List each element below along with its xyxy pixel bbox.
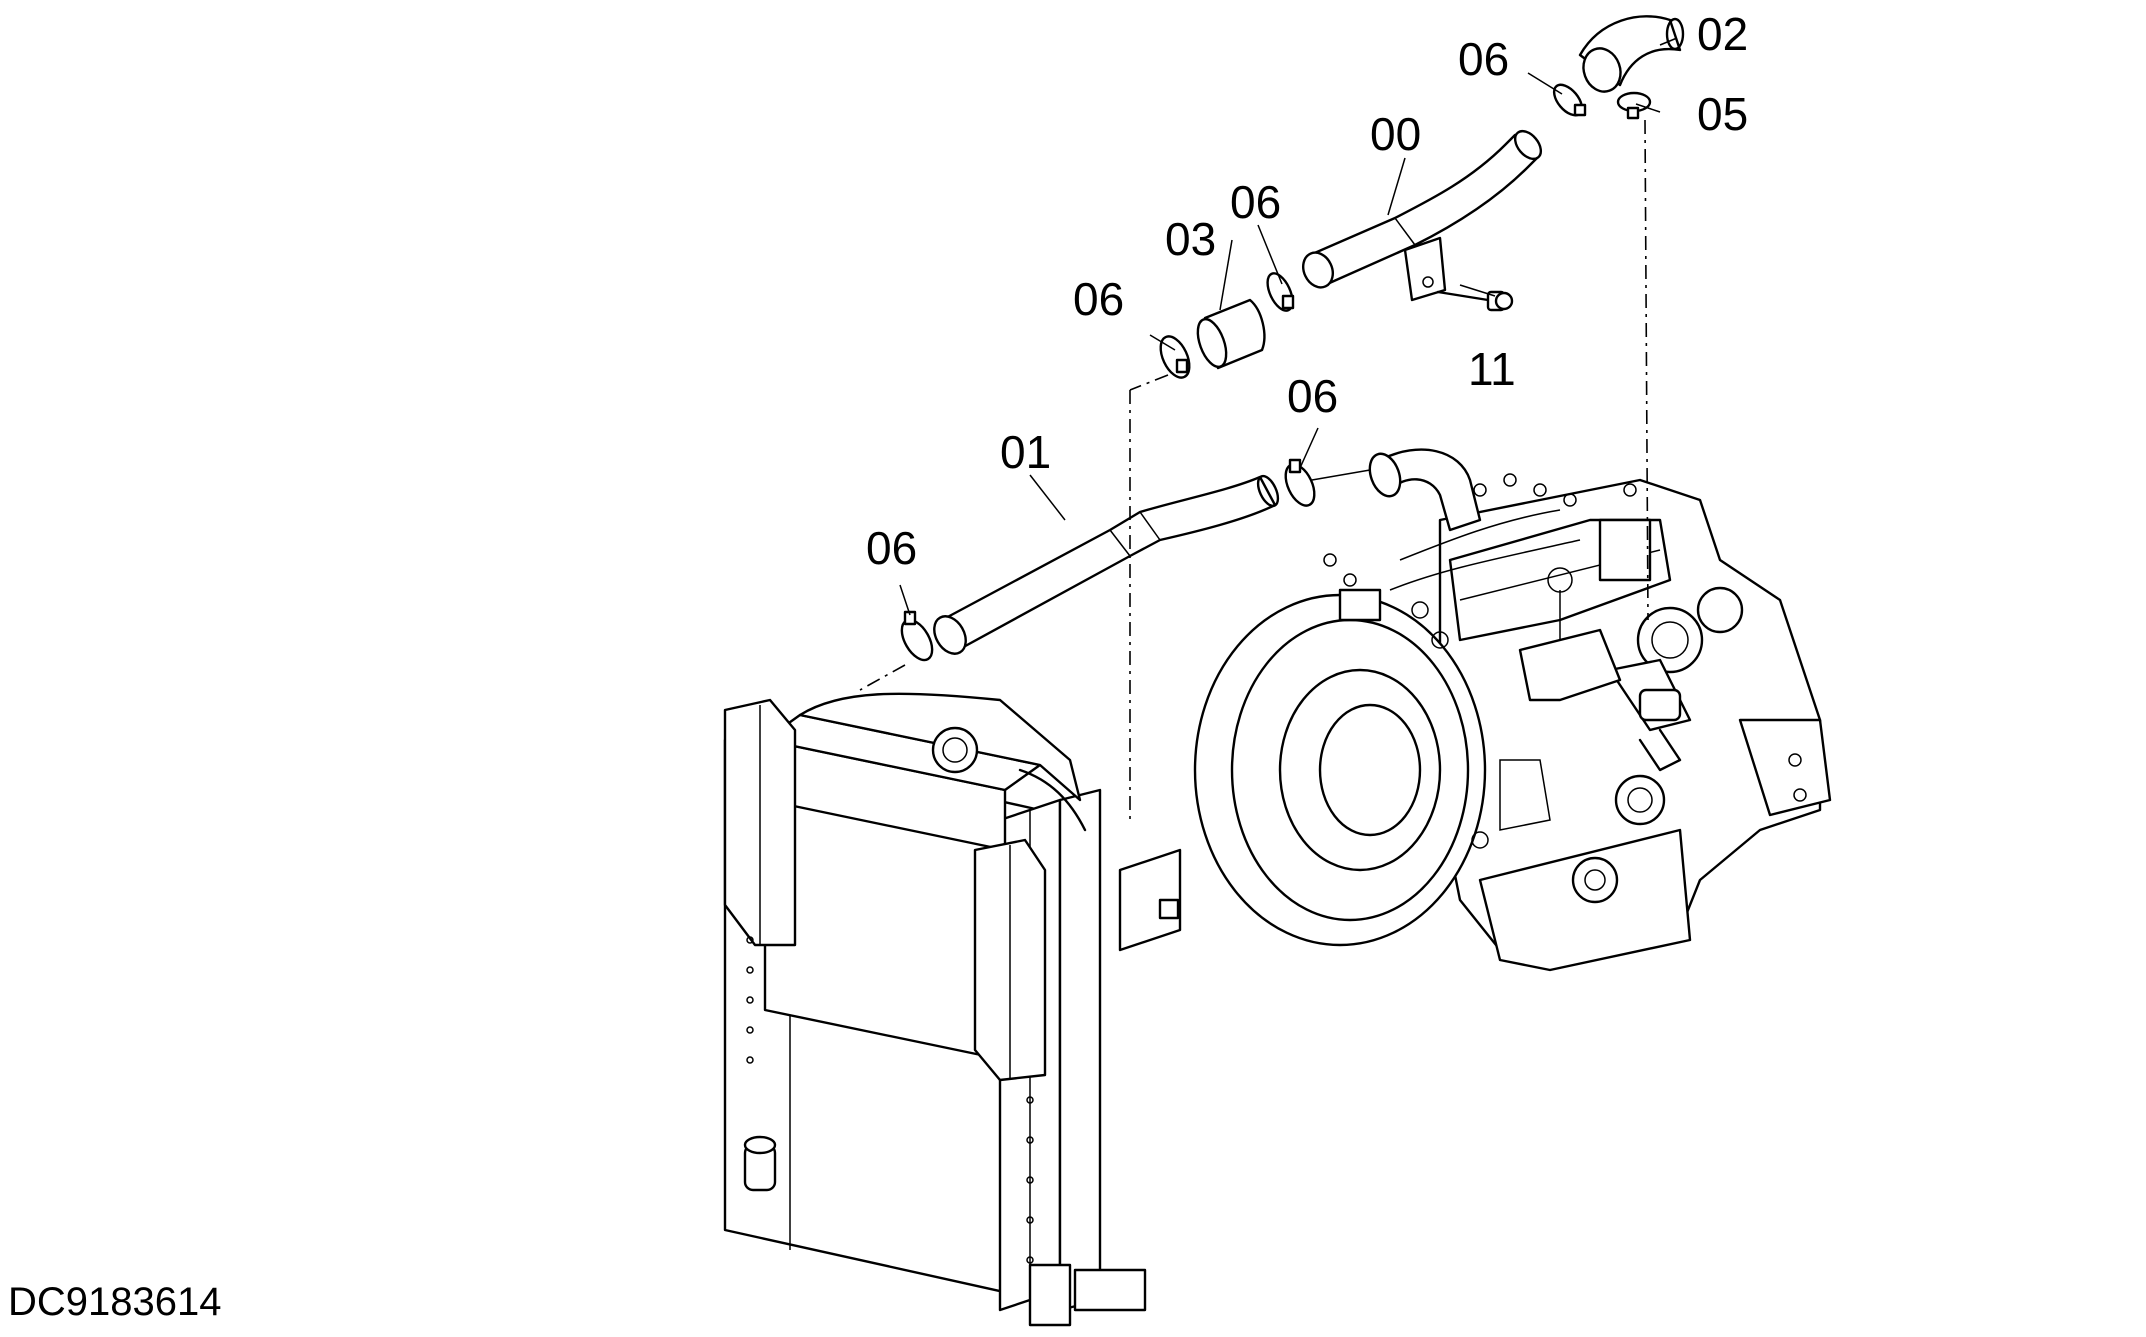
- callout-02: 02: [1697, 8, 1748, 60]
- callout-03: 03: [1165, 213, 1216, 265]
- bolt-11: [1436, 290, 1514, 312]
- callout-06-mid: 06: [1073, 273, 1124, 325]
- callout-06-left: 06: [866, 522, 917, 574]
- leader-lines: [859, 37, 1678, 820]
- callout-06-upper: 06: [1230, 176, 1281, 228]
- callout-01: 01: [1000, 426, 1051, 478]
- sleeve-03: [1196, 298, 1266, 370]
- drawing-id: DC9183614: [8, 1280, 222, 1324]
- hose-00: [1302, 129, 1543, 302]
- hose-01: [933, 474, 1280, 655]
- clamps: [900, 83, 1652, 662]
- callout-05: 05: [1697, 88, 1748, 140]
- callout-06-right: 06: [1287, 370, 1338, 422]
- callout-11: 11: [1468, 343, 1516, 395]
- callout-00: 00: [1370, 108, 1421, 160]
- engine-assembly: [1193, 448, 1832, 972]
- elbow-02: [1578, 15, 1685, 93]
- radiator-assembly: [723, 692, 1182, 1327]
- callout-06-top: 06: [1458, 33, 1509, 85]
